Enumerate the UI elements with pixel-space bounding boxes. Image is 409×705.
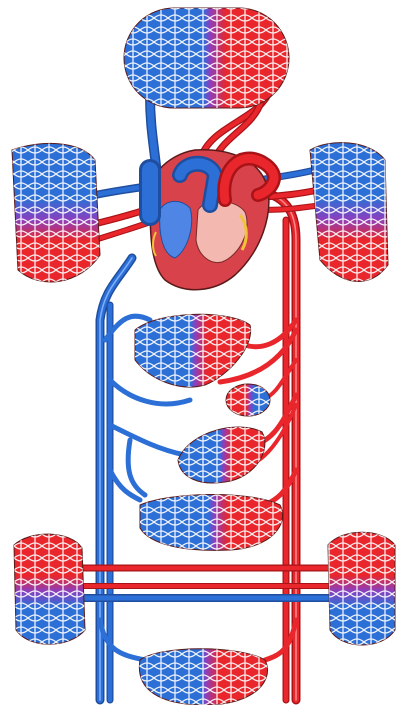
- kidney-capillary-bed: [140, 494, 283, 550]
- lower-body-capillary-bed: [139, 649, 267, 705]
- lung-capillary-bed: [135, 314, 251, 387]
- head-capillary-bed: [124, 8, 289, 108]
- spleen-capillary-bed: [226, 384, 270, 416]
- right-arm-capillary-bed: [310, 143, 388, 282]
- right-leg-capillary-bed: [328, 532, 395, 645]
- left-leg-capillary-bed: [14, 534, 85, 644]
- heart: [149, 150, 274, 290]
- stomach-capillary-bed: [178, 427, 265, 483]
- left-arm-capillary-bed: [12, 143, 100, 282]
